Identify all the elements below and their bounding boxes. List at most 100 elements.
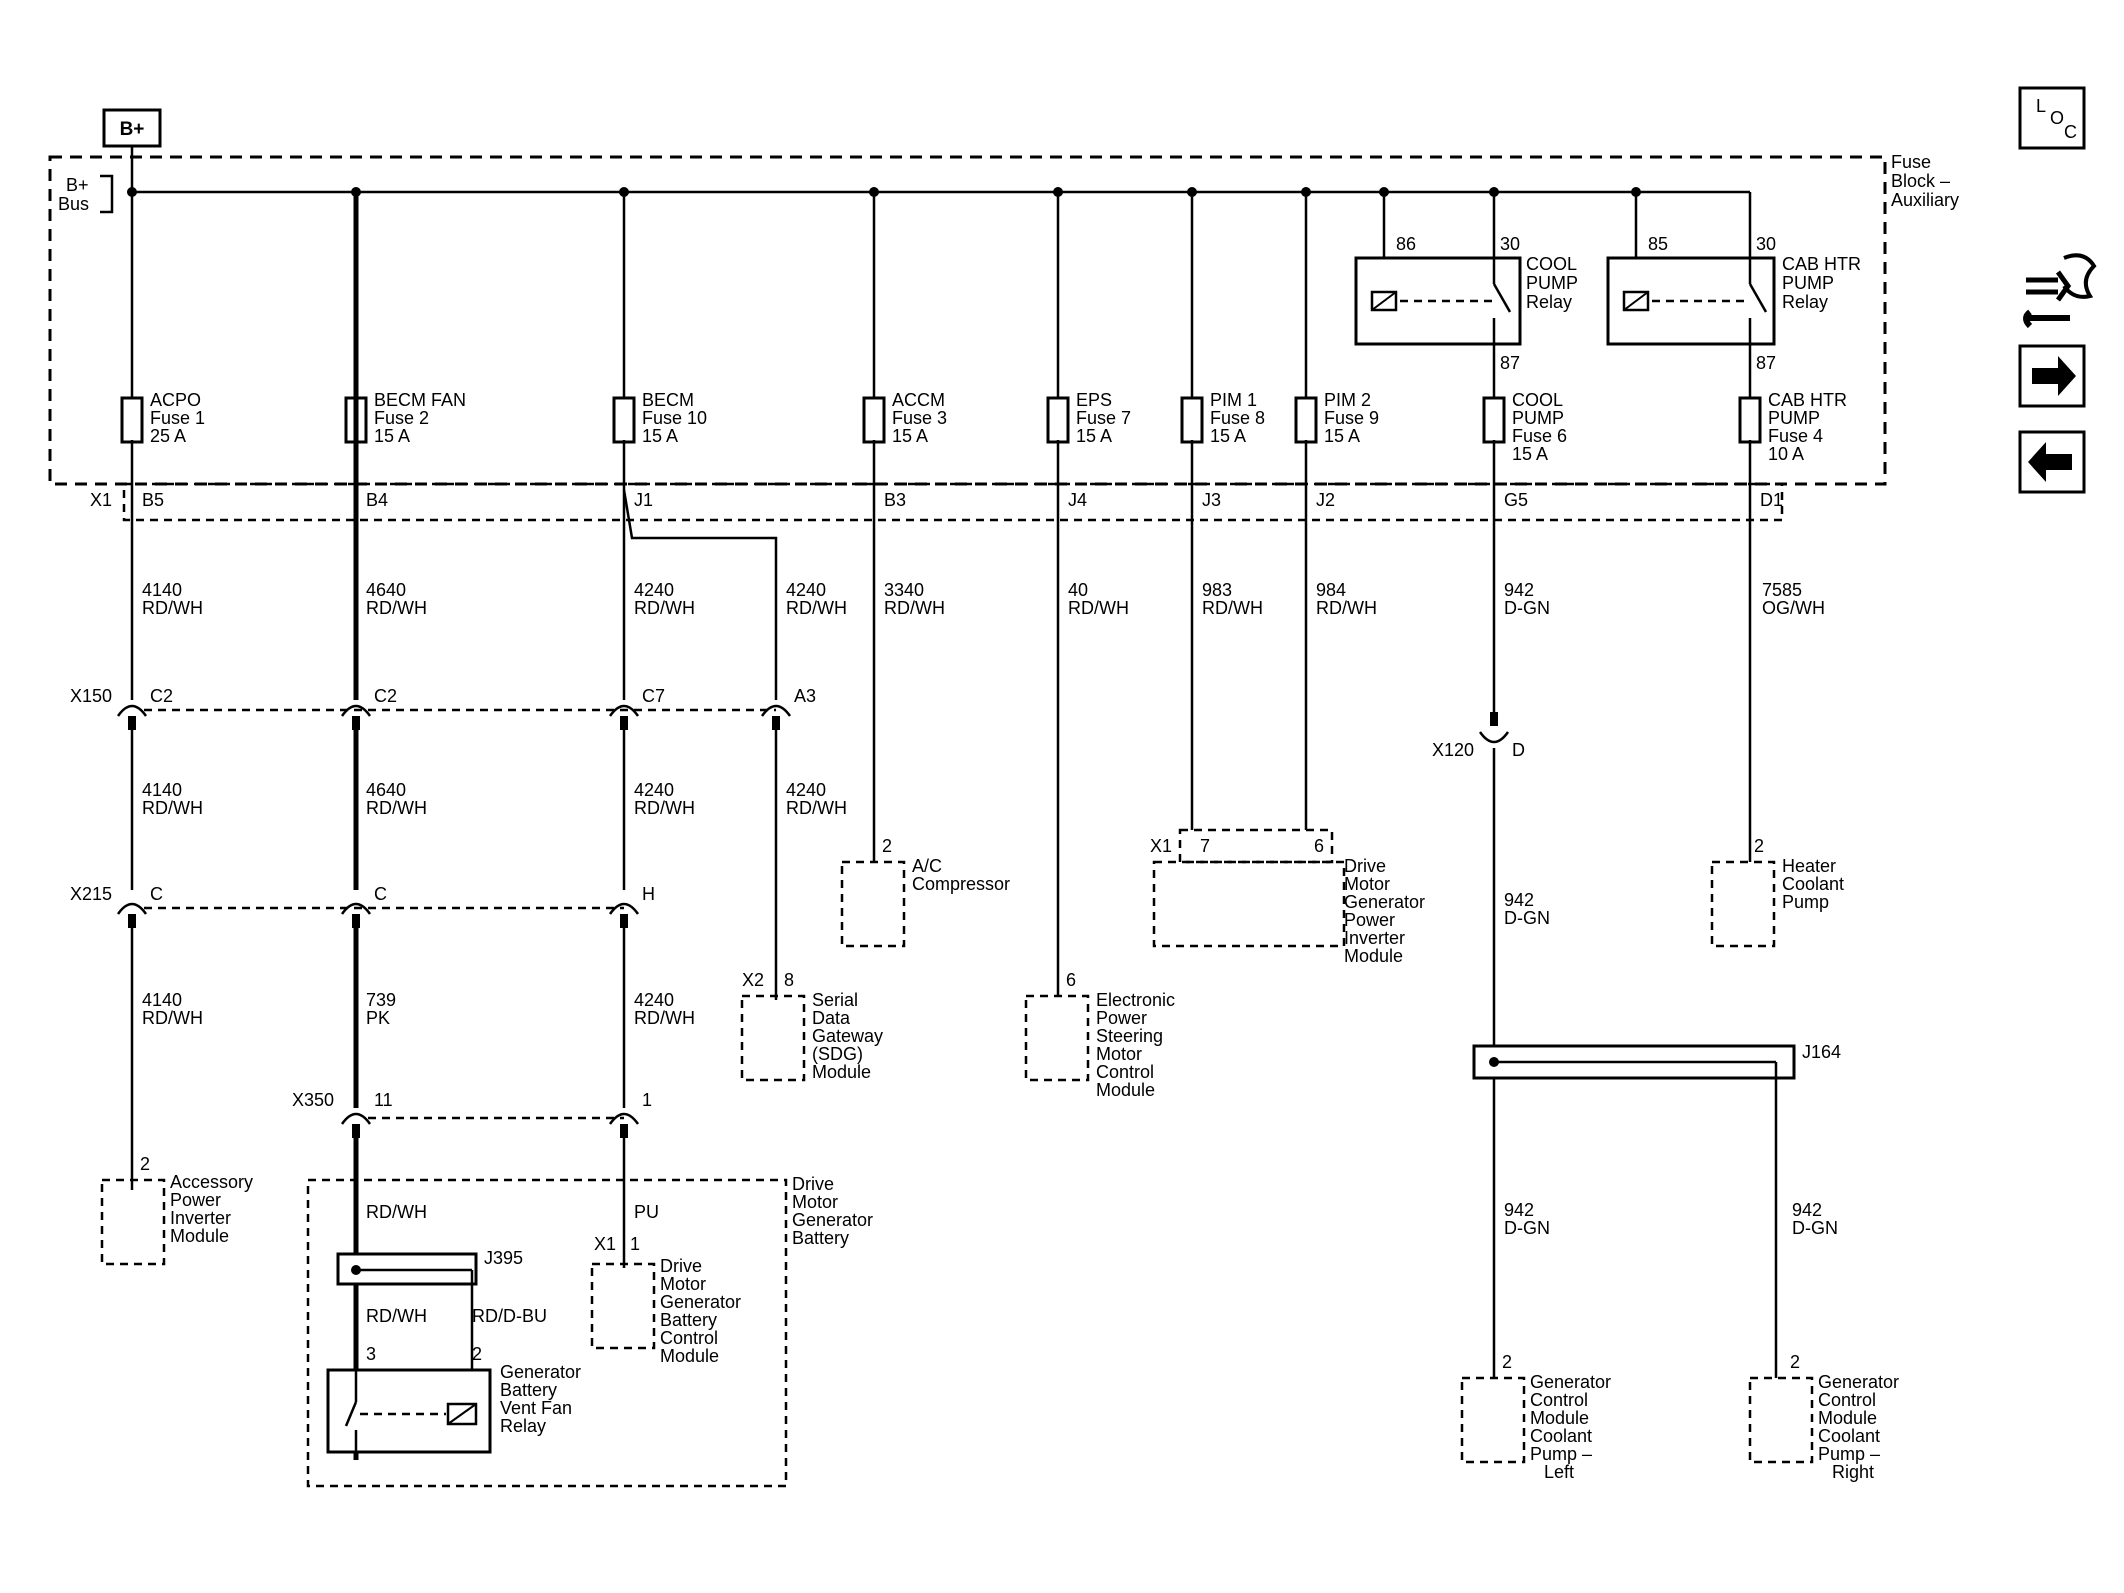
fuse-symbol [120,396,144,444]
gcmr-label: Pump – [1818,1444,1880,1464]
bus-label: B+ Bus [58,174,114,214]
wire-label-circuit: 4140 [142,580,182,600]
cab-relay-pin-85: 85 [1648,234,1668,254]
fuse-label: BECM [642,390,694,410]
x1-connector: X1 [90,482,1784,522]
fuse-label: ACCM [892,390,945,410]
gcml-pin: 2 [1502,1352,1512,1372]
x150-label: X150 [70,686,112,706]
acpim-pin: 2 [140,1154,150,1174]
x1-bat-label: X1 [594,1234,616,1254]
dmpim-label: Inverter [1344,928,1405,948]
j164-splice: J164 [1472,1042,1841,1080]
heater-coolant-pump: 2 Heater Coolant Pump [1710,836,1844,948]
next-page-button[interactable] [2018,344,2086,408]
fuse-symbol [612,396,636,444]
dmpim-label: Motor [1344,874,1390,894]
wire-label-circuit: 4640 [366,780,406,800]
power-source-label: B+ [120,119,145,140]
eps-label: Steering [1096,1026,1163,1046]
dmgbcm-label: Drive [660,1256,702,1276]
fuse-label: PIM 1 [1210,390,1257,410]
fuse-pin-label: B3 [884,490,906,510]
fuse-pin-label: D1 [1760,490,1783,510]
dmpim-label: Drive [1344,856,1386,876]
previous-page-button[interactable] [2018,430,2086,494]
wire-label-color: RD/WH [1068,598,1129,618]
wire-label-color: RD/WH [884,598,945,618]
gcmr-pin: 2 [1790,1352,1800,1372]
dmgb-label: Drive [792,1174,834,1194]
eps-control-module: 6 Electronic Power Steering Motor Contro… [1024,970,1175,1100]
wire-label-circuit: 4640 [366,580,406,600]
gbvf-label: Vent Fan [500,1398,572,1418]
cab-htr-pump-relay: 85 30 87 CAB HTR PUMP Relay [1606,192,1861,373]
gcml-label: Left [1544,1462,1574,1482]
gcml-label: Coolant [1530,1426,1592,1446]
connector-diagram-icon[interactable] [2023,253,2097,329]
wire-label-color: PU [634,1202,659,1222]
accessory-power-inverter-module: 2 Accessory Power Inverter Module [100,1154,253,1266]
dm-power-inverter-module: X1 7 6 Drive Motor Generator Power Inver… [1150,828,1425,966]
dmgb-label: Motor [792,1192,838,1212]
cab-relay-pin-87: 87 [1756,353,1776,373]
x2-label: X2 [742,970,764,990]
dmgbcm-label: Generator [660,1292,741,1312]
wire-label-color: PK [366,1008,390,1028]
x1-dm-pin: 6 [1314,836,1324,856]
fuse-symbol [1482,396,1506,444]
wire-label-color: RD/WH [1202,598,1263,618]
wire-label-color: D-GN [1504,908,1550,928]
x215-label: X215 [70,884,112,904]
dmgb-label: Battery [792,1228,849,1248]
location-button[interactable]: L O C [2018,86,2086,150]
fuse-label: 15 A [1324,426,1360,446]
x150-pin-label: C2 [150,686,173,706]
fuse-label: Fuse 3 [892,408,947,428]
sdg-label: (SDG) [812,1044,863,1064]
sdg-label: Module [812,1062,871,1082]
loc-c-text: C [2064,122,2077,142]
wire-label-color: RD/WH [366,1202,427,1222]
wire-label-circuit: 4240 [786,780,826,800]
eps-label: Control [1096,1062,1154,1082]
fuse-label: 15 A [1076,426,1112,446]
fuse-label: 15 A [1210,426,1246,446]
fuse-pin-label: G5 [1504,490,1528,510]
acpim-label: Inverter [170,1208,231,1228]
bus-junctions [127,187,1641,197]
wire-label-circuit: 40 [1068,580,1088,600]
hcp-label: Pump [1782,892,1829,912]
x1-label: X1 [90,490,112,510]
fuse-pin-label: J1 [634,490,653,510]
eps-label: Electronic [1096,990,1175,1010]
eps-pin: 6 [1066,970,1076,990]
j395-label: J395 [484,1248,523,1268]
fuse-symbol [1294,396,1318,444]
fuse-block-label-line1: Fuse [1891,152,1931,172]
dmpim-label: Module [1344,946,1403,966]
acpim-label: Accessory [170,1172,253,1192]
wire-label-color: RD/WH [366,598,427,618]
wire-label-circuit: 4240 [634,990,674,1010]
dmgb-label: Generator [792,1210,873,1230]
left-arrow-icon [2028,442,2072,482]
fuse-pin-label: J2 [1316,490,1335,510]
wire-label-color: RD/WH [366,798,427,818]
fuse-label: Fuse 10 [642,408,707,428]
j164-label: J164 [1802,1042,1841,1062]
wire-label-color: RD/WH [1316,598,1377,618]
fuse-label: Fuse 7 [1076,408,1131,428]
wire-label-circuit: 942 [1504,580,1534,600]
wire-label-color: RD/WH [634,598,695,618]
hcp-label: Heater [1782,856,1836,876]
fuse-label: 15 A [1512,444,1548,464]
ac-label: Compressor [912,874,1010,894]
gcml-label: Pump – [1530,1444,1592,1464]
circuit-wires [130,192,1778,1460]
wire-label-circuit: 4240 [634,780,674,800]
cab-relay-label-2: PUMP [1782,273,1834,293]
